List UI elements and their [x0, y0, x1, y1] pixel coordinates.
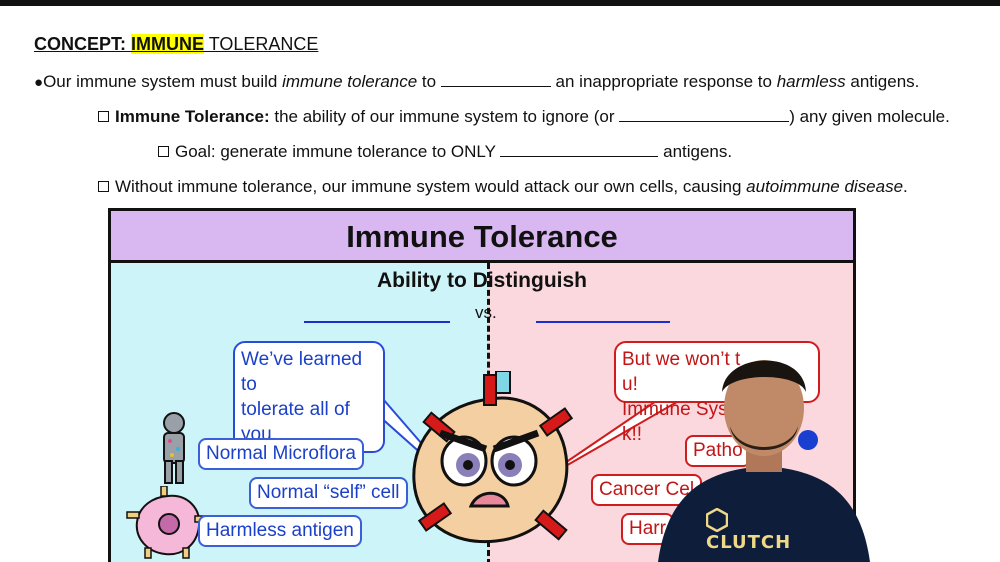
title-prefix: CONCEPT:	[34, 34, 132, 54]
harmless-antigen-cell-icon	[126, 486, 208, 559]
label-harmless-antigen: Harmless antigen	[198, 515, 362, 547]
immune-cell-character-icon	[412, 371, 574, 544]
hexagon-logo-icon	[705, 507, 729, 533]
checkbox-square-icon	[98, 181, 109, 193]
clutch-logo: CLUTCH	[705, 507, 814, 553]
fill-blank	[440, 72, 551, 87]
title-highlight: IMMUNE	[131, 34, 205, 54]
checkbox-square-icon	[98, 111, 109, 123]
brand-name: CLUTCH	[706, 532, 792, 553]
vs-blank-left	[304, 321, 450, 323]
bullet-goal: Goal: generate immune tolerance to ONLY …	[158, 142, 732, 162]
concept-title: CONCEPT: IMMUNE TOLERANCE	[34, 34, 318, 55]
bullet-dot-icon: ●	[34, 74, 44, 91]
label-normal-microflora: Normal Microflora	[198, 438, 364, 470]
vs-blank-right	[536, 321, 670, 323]
title-rest: TOLERANCE	[204, 34, 319, 54]
fill-blank	[500, 142, 659, 157]
microflora-figure-icon	[163, 412, 185, 484]
figure-header: Immune Tolerance	[111, 211, 853, 263]
bullet-without: Without immune tolerance, our immune sys…	[98, 177, 908, 197]
bullet-main: ●Our immune system must build immune tol…	[34, 72, 920, 91]
figure-title: Immune Tolerance	[346, 219, 618, 254]
right-speech-bubble: But we won’t tu! Immune Systek!!	[614, 341, 820, 445]
label-pathogen: Patho	[685, 435, 751, 467]
vs-label: vs.	[475, 303, 497, 322]
top-border	[0, 0, 1000, 6]
checkbox-square-icon	[158, 146, 169, 158]
figure-subtitle: Ability to Distinguish	[377, 269, 587, 292]
label-normal-self-cell: Normal “self” cell	[249, 477, 408, 509]
fill-blank	[619, 107, 790, 122]
presenter-avatar	[658, 360, 870, 562]
immune-tolerance-figure: Immune Tolerance Ability to Distinguish …	[108, 208, 856, 562]
bullet-definition: Immune Tolerance: the ability of our imm…	[98, 107, 950, 127]
